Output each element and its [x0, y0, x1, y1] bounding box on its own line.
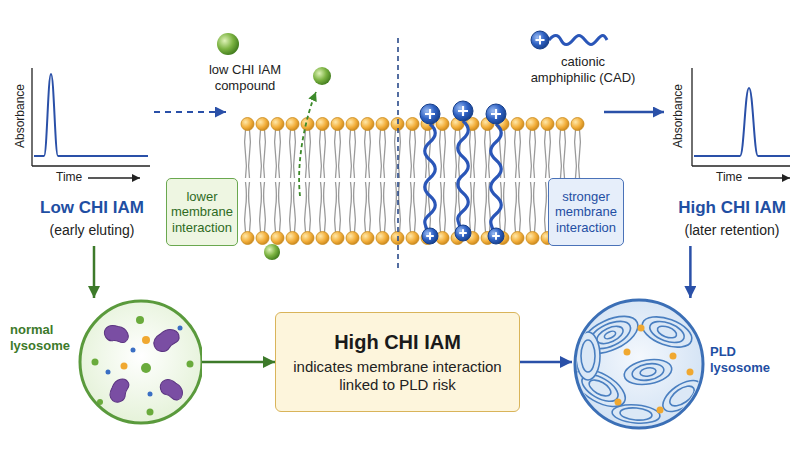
box-text: stronger membrane interaction: [552, 189, 620, 236]
lysosome-outline: [10, 298, 202, 426]
permeation-arrow: [299, 92, 316, 196]
lysosome-circle: normal lysosome: [10, 298, 202, 426]
conclusion-text: indicates membrane interaction linked to…: [286, 358, 509, 394]
cad-molecule-icon: [531, 31, 607, 49]
retention-note: (early eluting): [6, 222, 178, 239]
retention-title: High CHI IAM: [666, 198, 798, 218]
lysosome-circle: PLD lysosome: [572, 298, 772, 432]
divider-line: [397, 38, 399, 268]
compound-label: low CHI IAM compound: [182, 62, 308, 95]
conclusion-box: High CHI IAM indicates membrane interacti…: [275, 312, 520, 412]
flow-arrow: [689, 246, 692, 298]
chromatogram-high: [692, 68, 790, 178]
lysosome-label: normal lysosome: [10, 322, 74, 353]
chromatogram-low: [32, 68, 150, 178]
interaction-box: stronger membrane interaction: [548, 178, 624, 246]
axis-label: Time: [56, 170, 82, 184]
pld-lysosome-contents: [569, 300, 707, 428]
axis-label: Absorbance: [671, 84, 685, 148]
chromatogram-panel: AbsorbanceTimeLow CHI IAM (early eluting): [6, 58, 178, 246]
compound-sphere: [264, 244, 280, 260]
axis-label: Time: [716, 170, 742, 184]
molecule-label: cationic amphiphilic (CAD): [528, 54, 638, 87]
chromatogram-panel: AbsorbanceTimeHigh CHI IAM (later retenti…: [666, 58, 798, 246]
flow-arrow: [604, 111, 664, 114]
normal-lysosome-contents: [80, 301, 202, 423]
retention-note: (later retention): [666, 222, 798, 239]
box-text: lower membrane interaction: [170, 189, 234, 236]
flow-arrow: [520, 361, 572, 364]
interaction-box: lower membrane interaction: [166, 178, 238, 246]
lysosome-membrane: [575, 300, 703, 428]
compound-sphere: [217, 33, 239, 55]
cad-molecules: [420, 101, 506, 244]
lysosome-membrane: [80, 301, 202, 423]
flow-arrow: [93, 246, 96, 298]
retention-title: Low CHI IAM: [6, 198, 178, 218]
lysosome-label: PLD lysosome: [710, 344, 772, 375]
flow-arrow: [202, 361, 275, 364]
compound-sphere: [313, 67, 331, 85]
dashed-arrow: [154, 111, 226, 113]
conclusion-title: High CHI IAM: [334, 330, 461, 354]
axis-label: Absorbance: [13, 84, 27, 148]
lipid-bilayer: [240, 116, 585, 246]
